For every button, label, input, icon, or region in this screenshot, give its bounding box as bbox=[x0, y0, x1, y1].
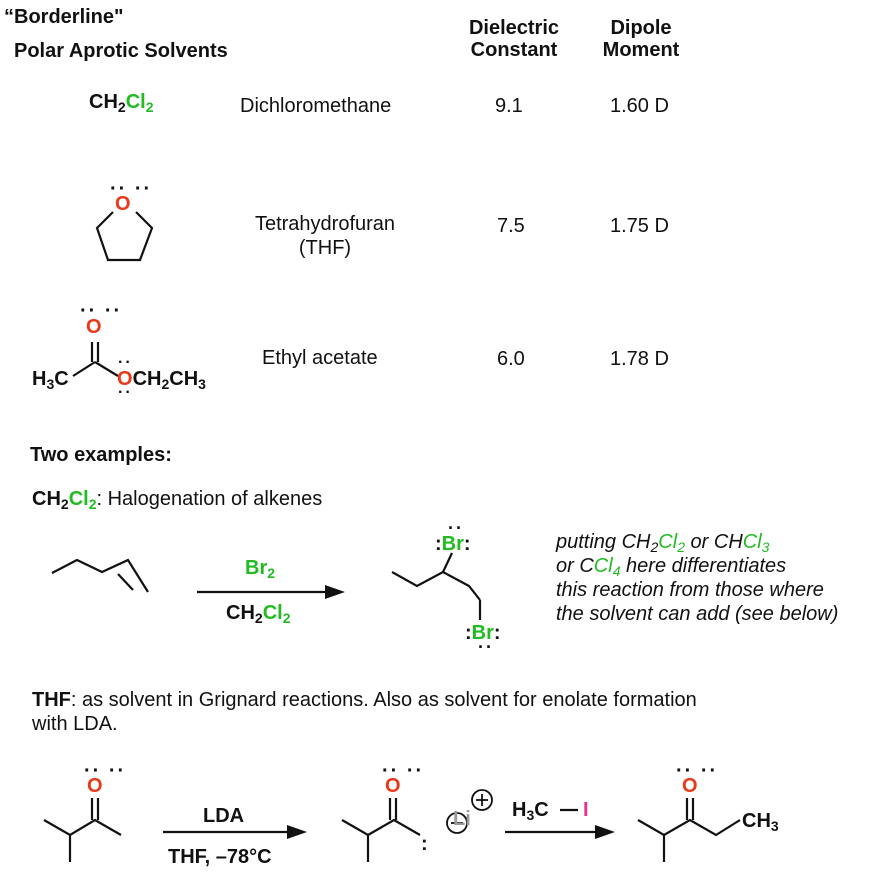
header-dielectric-line2: Constant bbox=[470, 39, 558, 61]
methyl-group: H3C bbox=[32, 368, 69, 392]
dibromide-bonds bbox=[391, 552, 482, 620]
thf-oxygen: O bbox=[115, 193, 131, 215]
minus-charge-circle bbox=[446, 812, 468, 834]
ketone-oxygen: O bbox=[87, 775, 103, 797]
lone-pairs: ·· ·· bbox=[80, 300, 123, 322]
bromine-top: :Br: bbox=[435, 533, 471, 555]
header-dipole: Dipole Moment bbox=[585, 17, 697, 61]
solvent-name-thf-line1: Tetrahydrofuran bbox=[254, 213, 396, 235]
reagent-lda: LDA bbox=[203, 805, 245, 827]
reagent-thf-temp: THF, –78°C bbox=[168, 846, 272, 868]
ethyl-acetate-bonds bbox=[72, 342, 119, 377]
lone-pairs: ·· bbox=[118, 384, 133, 401]
ketone-start-bonds bbox=[43, 798, 122, 862]
carbonyl-oxygen: O bbox=[86, 316, 102, 338]
lithium: Li bbox=[453, 808, 471, 830]
header-title-line2: Polar Aprotic Solvents bbox=[14, 40, 228, 62]
dipole-value: 1.78 D bbox=[610, 348, 669, 370]
header-dielectric: Dielectric Constant bbox=[448, 17, 580, 61]
solvent-name-thf-line2: (THF) bbox=[298, 237, 352, 259]
lone-pairs: ·· bbox=[118, 354, 133, 371]
product-ethyl: CH3 bbox=[742, 810, 779, 834]
ketone-product-bonds bbox=[637, 798, 741, 862]
reagent-ch2cl2: CH2Cl2 bbox=[226, 602, 291, 626]
solvent-name-dichloromethane: Dichloromethane bbox=[240, 95, 392, 117]
example2-line1: THF: as solvent in Grignard reactions. A… bbox=[32, 689, 697, 711]
carbanion-lone-pair: : bbox=[421, 833, 428, 855]
enolate-oxygen: O bbox=[385, 775, 401, 797]
reaction-arrow-2 bbox=[163, 825, 307, 839]
solvent-name-ethyl-acetate: Ethyl acetate bbox=[262, 347, 378, 369]
solvent-name-thf: Tetrahydrofuran (THF) bbox=[245, 212, 405, 260]
ethoxy-group: OCH2CH3 bbox=[117, 368, 206, 392]
methyl-iodide: H3C bbox=[512, 799, 549, 823]
example1-title: CH2Cl2: Halogenation of alkenes bbox=[32, 488, 323, 512]
lone-pairs: ·· bbox=[448, 518, 464, 538]
header-dielectric-line1: Dielectric bbox=[468, 17, 560, 39]
note-line1: putting CH2Cl2 or CHCl3 bbox=[556, 531, 770, 555]
header-title-line1: “Borderline" bbox=[4, 6, 124, 28]
reagent-br2: Br2 bbox=[245, 557, 276, 581]
product-oxygen: O bbox=[682, 775, 698, 797]
dielectric-value: 6.0 bbox=[497, 348, 525, 370]
butene-bonds bbox=[51, 558, 149, 593]
lone-pairs: ·· ·· bbox=[84, 760, 127, 782]
dipole-value: 1.60 D bbox=[610, 95, 669, 117]
reaction-arrow-3 bbox=[505, 825, 615, 839]
lone-pairs: ·· ·· bbox=[382, 760, 425, 782]
example2-line2: with LDA. bbox=[32, 713, 118, 735]
lone-pairs: ·· ·· bbox=[676, 760, 719, 782]
solvent-note: putting CH2Cl2 or CHCl3 or CCl4 here dif… bbox=[556, 530, 838, 626]
thf-ring bbox=[95, 211, 154, 262]
examples-heading: Two examples: bbox=[30, 444, 172, 466]
note-line3: this reaction from those where bbox=[556, 579, 824, 601]
bromine-bottom: :Br: bbox=[465, 622, 501, 644]
lone-pairs: ·· bbox=[478, 637, 494, 657]
header-dipole-line2: Moment bbox=[602, 39, 680, 61]
dielectric-value: 7.5 bbox=[497, 215, 525, 237]
enolate-bonds bbox=[341, 798, 421, 862]
plus-charge-circle bbox=[471, 789, 493, 811]
example2-text: THF: as solvent in Grignard reactions. A… bbox=[32, 688, 697, 736]
lone-pairs: ·· ·· bbox=[110, 178, 153, 200]
header-dipole-line1: Dipole bbox=[610, 17, 672, 39]
note-line2: or CCl4 here differentiates bbox=[556, 555, 787, 579]
formula-ch2cl2: CH2Cl2 bbox=[89, 91, 154, 115]
dielectric-value: 9.1 bbox=[495, 95, 523, 117]
note-line4: the solvent can add (see below) bbox=[556, 603, 839, 625]
dipole-value: 1.75 D bbox=[610, 215, 669, 237]
iodine: I bbox=[583, 799, 589, 821]
reaction-arrow-1 bbox=[197, 585, 345, 599]
